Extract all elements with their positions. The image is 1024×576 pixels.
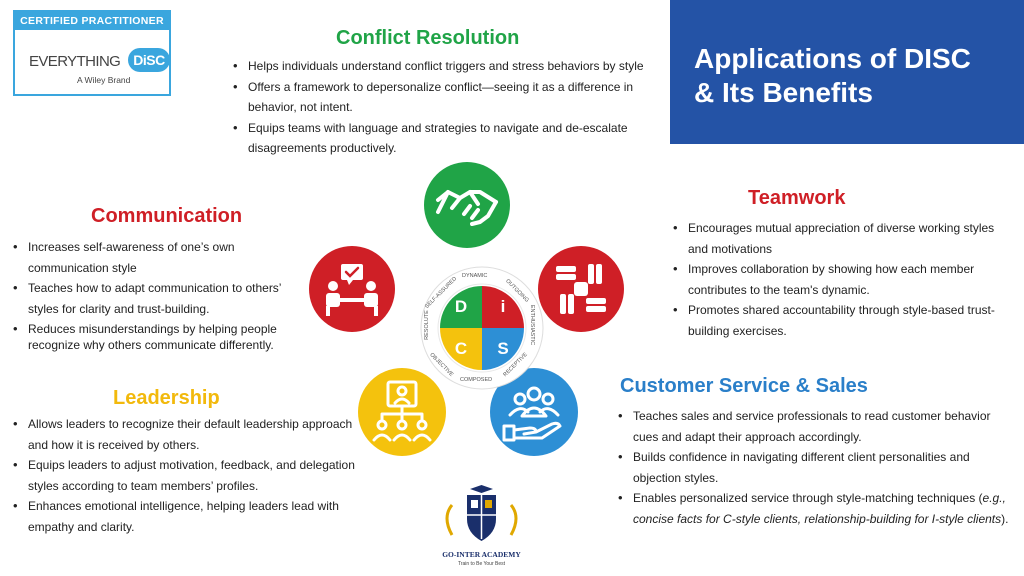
leadership-heading: Leadership bbox=[113, 387, 220, 409]
page-title-line2: & Its Benefits bbox=[694, 77, 873, 108]
page-title-line1: Applications of DISC bbox=[694, 43, 971, 74]
page-title: Applications of DISC & Its Benefits bbox=[694, 42, 971, 110]
academy-tagline: Train to Be Your Best bbox=[457, 561, 506, 567]
logo-wordmark: EVERYTHING bbox=[29, 53, 121, 70]
leader-team-icon bbox=[372, 380, 432, 442]
conflict-resolution-circle bbox=[424, 162, 510, 248]
handshake-icon bbox=[436, 190, 498, 226]
hands-together-icon bbox=[556, 264, 606, 314]
logo-disc-mark: DiSC bbox=[128, 48, 170, 72]
teamwork-heading: Teamwork bbox=[748, 187, 846, 209]
list-item: Encourages mutual appreciation of divers… bbox=[670, 218, 1015, 259]
list-item: Reduces misunderstandings by helping peo… bbox=[10, 321, 300, 353]
leadership-list: Allows leaders to recognize their defaul… bbox=[10, 414, 355, 537]
list-item-text-end: ). bbox=[1001, 511, 1009, 526]
disc-wheel: D i C S DYNAMIC OUTGOING ENTHUSIASTIC RE… bbox=[420, 266, 544, 390]
logo-subbrand: A Wiley Brand bbox=[77, 75, 131, 85]
customer-service-heading: Customer Service & Sales bbox=[620, 375, 868, 397]
everything-disc-logo: CERTIFIED PRACTITIONER EVERYTHING DiSC A… bbox=[13, 10, 171, 96]
list-item: Equips teams with language and strategie… bbox=[230, 118, 660, 159]
conflict-resolution-list: Helps individuals understand conflict tr… bbox=[230, 56, 660, 159]
list-item: Enhances emotional intelligence, helping… bbox=[10, 496, 355, 537]
list-item: Improves collaboration by showing how ea… bbox=[670, 259, 1015, 300]
ring-label-composed: COMPOSED bbox=[460, 377, 493, 383]
teamwork-list: Encourages mutual appreciation of divers… bbox=[670, 218, 1015, 341]
communication-list: Increases self-awareness of one’s own co… bbox=[10, 237, 300, 353]
hand-holding-people-icon bbox=[502, 386, 562, 442]
communication-circle bbox=[309, 246, 395, 332]
certified-practitioner-badge: CERTIFIED PRACTITIONER bbox=[15, 12, 169, 30]
list-item: Allows leaders to recognize their defaul… bbox=[10, 414, 355, 455]
list-item: Teaches how to adapt communication to ot… bbox=[10, 278, 300, 319]
academy-name: GO-INTER ACADEMY bbox=[442, 550, 521, 559]
list-item: Enables personalized service through sty… bbox=[615, 488, 1015, 529]
list-item: Teaches sales and service professionals … bbox=[615, 406, 1015, 447]
meeting-chat-icon bbox=[326, 264, 378, 316]
academy-crest-icon bbox=[445, 485, 518, 541]
list-item: Promotes shared accountability through s… bbox=[670, 300, 1015, 341]
list-item-example: e.g., concise facts for C-style clients,… bbox=[633, 491, 1006, 526]
teamwork-circle bbox=[538, 246, 624, 332]
list-item: Builds confidence in navigating differen… bbox=[615, 447, 1015, 488]
list-item: Offers a framework to depersonalize conf… bbox=[230, 77, 660, 118]
disc-d-quadrant: D bbox=[440, 286, 482, 328]
go-inter-academy-logo: GO-INTER ACADEMY Train to Be Your Best bbox=[434, 483, 529, 571]
ring-label-enthusiastic: ENTHUSIASTIC bbox=[529, 304, 536, 346]
communication-heading: Communication bbox=[91, 205, 243, 227]
list-item: Equips leaders to adjust motivation, fee… bbox=[10, 455, 355, 496]
ring-label-dynamic: DYNAMIC bbox=[462, 273, 488, 279]
title-panel: Applications of DISC & Its Benefits bbox=[670, 0, 1024, 144]
list-item: Increases self-awareness of one’s own co… bbox=[10, 237, 300, 278]
customer-service-list: Teaches sales and service professionals … bbox=[615, 406, 1015, 529]
conflict-resolution-heading: Conflict Resolution bbox=[336, 27, 520, 49]
ring-label-resolute: RESOLUTE bbox=[423, 310, 430, 340]
list-item: Helps individuals understand conflict tr… bbox=[230, 56, 660, 77]
list-item-text: Enables personalized service through sty… bbox=[633, 491, 983, 505]
leadership-circle bbox=[358, 368, 446, 456]
